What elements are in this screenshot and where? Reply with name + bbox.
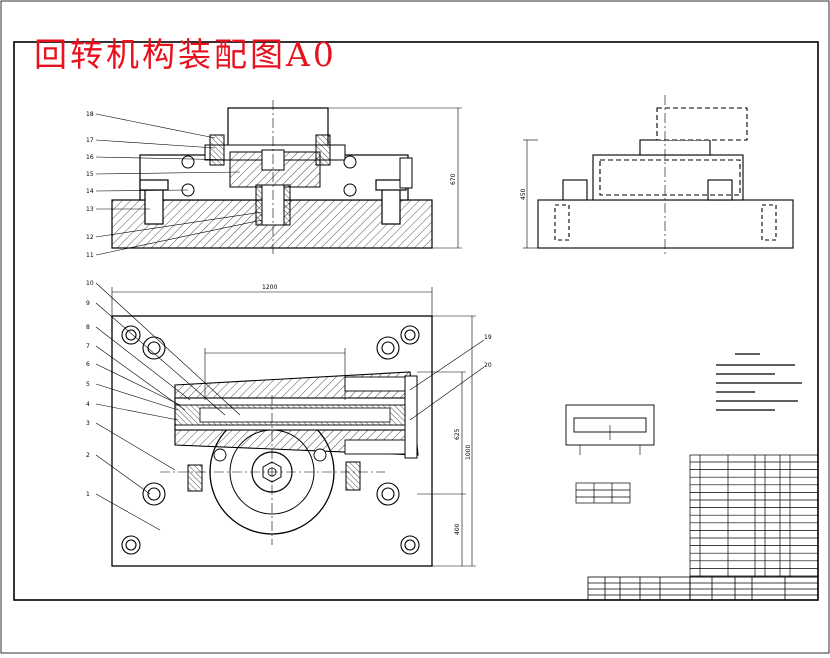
title-block — [587, 576, 819, 601]
callout-20: 20 — [484, 362, 492, 369]
upper-block — [227, 107, 329, 149]
side-height-dimension: 450 — [520, 188, 527, 200]
callout-2: 2 — [86, 452, 90, 459]
frame-border — [13, 41, 819, 601]
callout-18: 18 — [86, 111, 94, 118]
top-outer-height-dimension: 1000 — [465, 445, 472, 460]
callout-9: 9 — [86, 300, 90, 307]
side-view — [537, 95, 794, 255]
callout-1: 1 — [86, 491, 90, 498]
schematic-detail — [565, 404, 655, 455]
callout-19: 19 — [484, 334, 492, 341]
callout-7: 7 — [86, 343, 90, 350]
callout-11: 11 — [86, 252, 94, 259]
callout-13: 13 — [86, 206, 94, 213]
callout-14: 14 — [86, 188, 94, 195]
top-width-dimension: 1200 — [262, 284, 277, 291]
technical-requirements — [716, 353, 802, 411]
callout-15: 15 — [86, 171, 94, 178]
front-view: 18 17 16 15 14 13 12 11 670 — [86, 100, 462, 259]
callout-8: 8 — [86, 324, 90, 331]
callout-6: 6 — [86, 361, 90, 368]
top-inner-height-dimension: 625 — [454, 428, 461, 440]
parts-list — [689, 454, 819, 578]
callout-17: 17 — [86, 137, 94, 144]
callout-5: 5 — [86, 381, 90, 388]
top-lower-height-dimension: 400 — [454, 523, 461, 535]
callout-3: 3 — [86, 420, 90, 427]
callout-4: 4 — [86, 401, 90, 408]
callout-12: 12 — [86, 234, 94, 241]
drawing-title: 回转机构装配图A0 — [34, 35, 337, 74]
callout-10: 10 — [86, 280, 94, 287]
callout-16: 16 — [86, 154, 94, 161]
front-height-dimension: 670 — [450, 173, 457, 185]
top-view: 10 9 8 7 6 5 4 3 2 1 19 20 1200 — [86, 280, 492, 567]
parameter-table — [575, 482, 631, 504]
